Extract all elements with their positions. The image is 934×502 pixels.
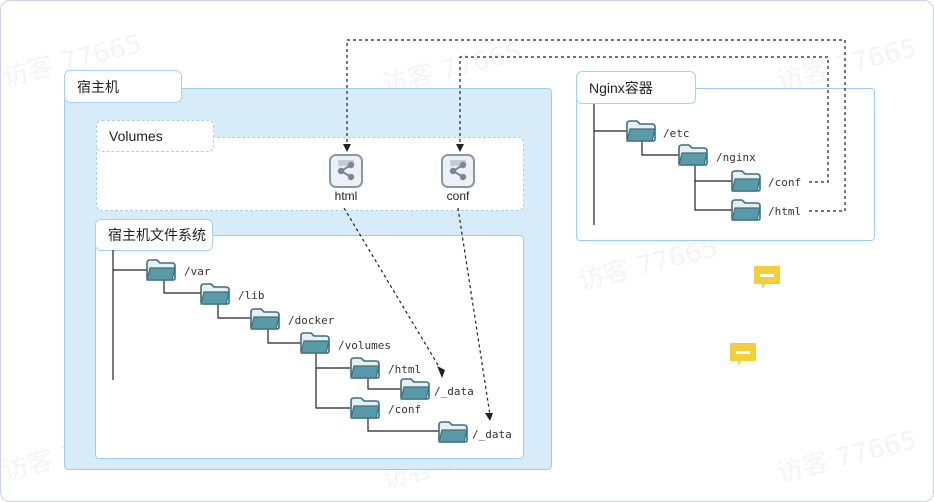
- folder-icon[interactable]: [438, 421, 468, 443]
- folder-icon[interactable]: [300, 332, 330, 354]
- host-filesystem-title: 宿主机文件系统: [95, 219, 213, 251]
- volumes-title: Volumes: [96, 120, 214, 152]
- volume-label-conf: conf: [446, 189, 470, 203]
- folder-icon[interactable]: [350, 397, 380, 419]
- path-label: /conf: [388, 403, 422, 416]
- comment-icon[interactable]: [726, 340, 760, 370]
- host-machine-title: 宿主机: [64, 70, 182, 103]
- folder-icon[interactable]: [200, 283, 230, 305]
- nginx-container-title: Nginx容器: [576, 71, 696, 104]
- path-label: /nginx: [716, 151, 756, 164]
- path-label: /volumes: [338, 339, 391, 352]
- nginx-container-panel: [576, 88, 875, 241]
- path-label: /conf: [768, 176, 802, 189]
- folder-icon[interactable]: [626, 120, 656, 142]
- path-label: /_data: [434, 385, 474, 398]
- host-machine-title-text: 宿主机: [77, 78, 119, 95]
- comment-icon[interactable]: [750, 263, 784, 293]
- path-label: /html: [768, 205, 802, 218]
- volume-label-html: html: [334, 189, 358, 203]
- folder-icon[interactable]: [350, 357, 380, 379]
- nginx-container-title-text: Nginx容器: [589, 79, 653, 96]
- path-label: /html: [388, 363, 422, 376]
- volumes-title-text: Volumes: [109, 128, 163, 144]
- path-label: /docker: [288, 314, 335, 327]
- folder-icon[interactable]: [731, 170, 761, 192]
- path-label: /etc: [663, 127, 690, 140]
- path-label: /lib: [238, 289, 265, 302]
- folder-icon[interactable]: [146, 259, 176, 281]
- folder-icon[interactable]: [250, 308, 280, 330]
- share-icon[interactable]: [329, 154, 363, 188]
- folder-icon[interactable]: [400, 378, 430, 400]
- folder-icon[interactable]: [731, 199, 761, 221]
- share-icon[interactable]: [441, 154, 475, 188]
- path-label: /var: [184, 265, 211, 278]
- host-filesystem-title-text: 宿主机文件系统: [108, 227, 206, 243]
- path-label: /_data: [472, 428, 512, 441]
- folder-icon[interactable]: [678, 144, 708, 166]
